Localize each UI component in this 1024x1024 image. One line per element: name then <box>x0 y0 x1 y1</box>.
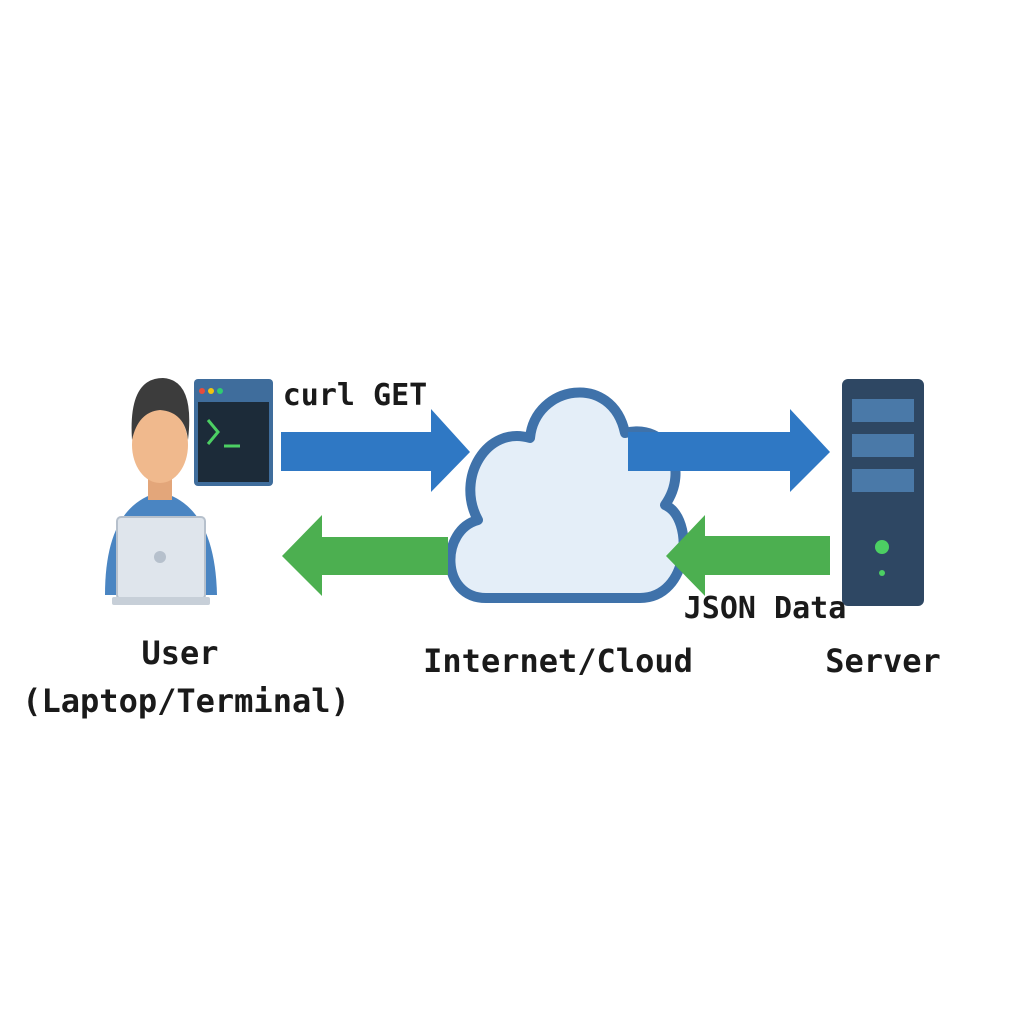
request-arrow-user-to-cloud <box>281 409 470 492</box>
server-led-small <box>879 570 885 576</box>
response-arrow-cloud-to-user <box>282 515 448 596</box>
user-hair <box>131 378 190 440</box>
user-label-line2: (Laptop/Terminal) <box>22 682 350 720</box>
user-label-line1: User <box>141 634 218 672</box>
terminal-prompt-chevron <box>206 419 220 445</box>
laptop-logo <box>154 551 166 563</box>
request-label: curl GET <box>283 378 428 413</box>
terminal-icon <box>194 379 273 486</box>
user-neck <box>148 478 172 500</box>
server-label: Server <box>825 642 941 680</box>
cloud-label: Internet/Cloud <box>423 642 693 680</box>
response-arrow-server-to-cloud <box>666 515 830 596</box>
user-head <box>132 407 188 483</box>
user-figure <box>105 378 217 605</box>
response-label: JSON Data <box>684 591 847 626</box>
laptop-base <box>112 597 210 605</box>
server-bay-3 <box>852 469 914 492</box>
server-icon <box>842 379 924 606</box>
cloud-icon <box>445 387 689 603</box>
server-bay-1 <box>852 399 914 422</box>
request-arrow-cloud-to-server <box>628 409 830 492</box>
server-bay-2 <box>852 434 914 457</box>
server-led <box>875 540 889 554</box>
